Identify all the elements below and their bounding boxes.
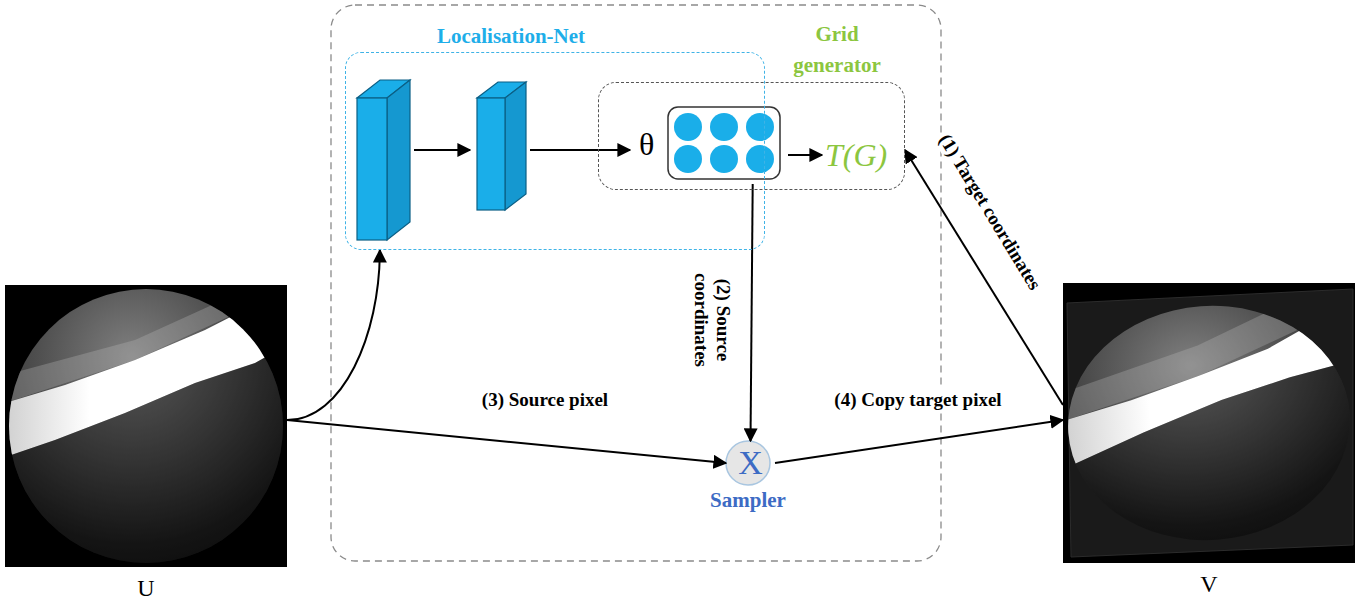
parameter-dot [746, 145, 774, 173]
group-heading: Grid generator [777, 19, 897, 81]
block-side [387, 80, 410, 240]
parameter-vector [668, 107, 780, 179]
block-front [477, 98, 505, 210]
edge-label: (1) Target coordinates [933, 128, 1048, 297]
flow-arrow [414, 149, 470, 151]
parameter-box [668, 107, 780, 179]
parameter-dot [674, 113, 702, 141]
image-shade [5, 345, 287, 567]
parameter-dot [710, 145, 738, 173]
transform-symbol: T(G) [825, 137, 887, 173]
sampler-heading: Sampler [686, 488, 810, 512]
edge-label: (3) Source pixel [479, 389, 611, 411]
edge-label: (2) Source coordinates [690, 252, 734, 388]
flow-arrow [788, 154, 822, 156]
block-side [505, 82, 526, 210]
parameter-dot [710, 113, 738, 141]
conv-layer-1 [357, 80, 410, 240]
output-image [1055, 283, 1359, 573]
sampler-node: XSampler [726, 441, 775, 485]
theta-symbol: θ [639, 126, 654, 162]
image-ground [5, 285, 287, 567]
flow-arrow [530, 149, 630, 151]
input-image [5, 285, 287, 567]
group-heading: Localisation-Net [381, 23, 641, 49]
connector-arrow [287, 420, 726, 463]
edge-label: (4) Copy target pixel [831, 389, 1004, 411]
connector-arrow [287, 250, 380, 420]
block-front [357, 98, 387, 240]
module-outline [331, 5, 941, 561]
conv-layer-2 [477, 82, 526, 210]
image-caption: V [1063, 571, 1355, 597]
connector-arrow [775, 420, 1063, 463]
output-image-node: V [1063, 283, 1355, 563]
image-caption: U [5, 575, 287, 601]
sampler-symbol: X [726, 441, 775, 485]
grid-generator-box: Grid generatorT(G)θ [598, 82, 905, 190]
parameter-dot [746, 113, 774, 141]
image-shade [1060, 361, 1359, 573]
input-image-node: U [5, 285, 287, 567]
parameter-node: θ [639, 104, 790, 184]
parameter-dot [674, 145, 702, 173]
connector-arrow [751, 184, 753, 441]
